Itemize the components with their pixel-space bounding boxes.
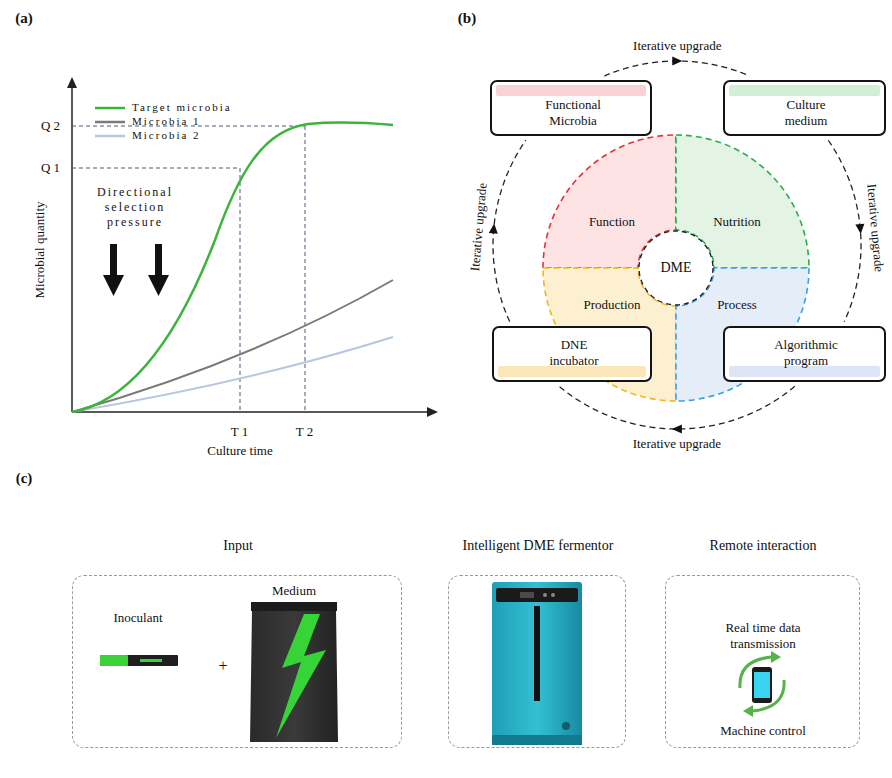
panel-heading: Input [223,537,253,555]
concept-box: DNE incubator [492,326,652,382]
item-label: + [218,656,227,676]
cycle-connector [489,140,526,321]
legend-sample [95,121,125,124]
pressure-arrows [103,244,169,296]
axis-mark: Q1 [41,160,63,176]
legend-label: Microbia 1 [132,115,201,129]
segment-label: Production [583,297,640,313]
medium-bag [250,602,338,742]
item-label: Machine control [720,723,806,739]
panel-letter: (b) [458,9,476,28]
arrowhead [672,425,682,434]
concept-box: Culture medium [723,80,886,136]
annotation: Directional selection pressure [89,185,181,230]
box-label: Algorithmic program [768,337,844,370]
x-axis [72,411,428,413]
axis-arrowhead [427,407,438,417]
edge-label: Iterative upgrade [468,180,490,273]
edge-label: Iterative upgrade [631,437,723,451]
core-outline [639,231,713,305]
axis-mark: T2 [296,424,316,440]
box-label: Culture medium [768,97,844,130]
fermentor [492,582,582,745]
axis-title: Culture time [207,443,272,459]
dashed-arc [493,140,526,321]
axis-mark: Q2 [41,118,63,134]
panel-frame: Remote interactionReal time data transmi… [665,575,860,748]
panel-letter: (c) [16,469,33,488]
edge-label: Iterative upgrade [631,39,723,53]
legend-sample [95,135,125,138]
guide-lines [72,126,305,412]
concept-box: Functional Microbia [490,80,652,136]
core-circle: DME [638,230,714,306]
panel-frame: Intelligent DME fermentor [448,575,626,748]
arrowhead [672,56,682,65]
axis-title: Microbial quantity [32,201,48,298]
segment-label: Process [717,297,757,313]
segment-label: Function [589,214,635,230]
curve-target [72,122,393,412]
curve-microbia-2 [72,337,393,412]
segment-label: Nutrition [713,214,761,230]
panel-heading: Intelligent DME fermentor [463,537,614,555]
legend-label: Microbia 2 [132,129,201,143]
axis-arrowhead [67,77,77,88]
legend-sample [95,107,125,110]
concept-box: Algorithmic program [723,326,886,382]
axis-mark: T1 [231,424,251,440]
panel-frame: InputInoculant+Medium [72,575,402,748]
phone-sync [740,651,784,717]
panel-heading: Remote interaction [710,537,817,555]
item-label: Inoculant [113,610,162,626]
cycle-connector [828,140,864,321]
panel-letter: (a) [15,9,33,28]
curve-microbia-1 [72,280,393,412]
arrowhead [489,223,498,233]
cycle-connector [604,56,750,76]
legend-label: Target microbia [132,101,232,115]
edge-label: Iterative upgrade [864,181,886,274]
item-label: Real time data transmission [708,620,818,653]
arrowhead [855,224,864,234]
color-bar [496,85,646,96]
box-label: Functional Microbia [535,97,611,130]
inoculant-stick [100,655,178,666]
core-label: DME [660,259,691,277]
dashed-arc [828,140,861,321]
box-label: DNE incubator [536,337,612,370]
y-axis [71,86,73,412]
growth-chart [67,77,438,417]
item-label: Medium [272,583,316,599]
color-bar [729,85,880,96]
